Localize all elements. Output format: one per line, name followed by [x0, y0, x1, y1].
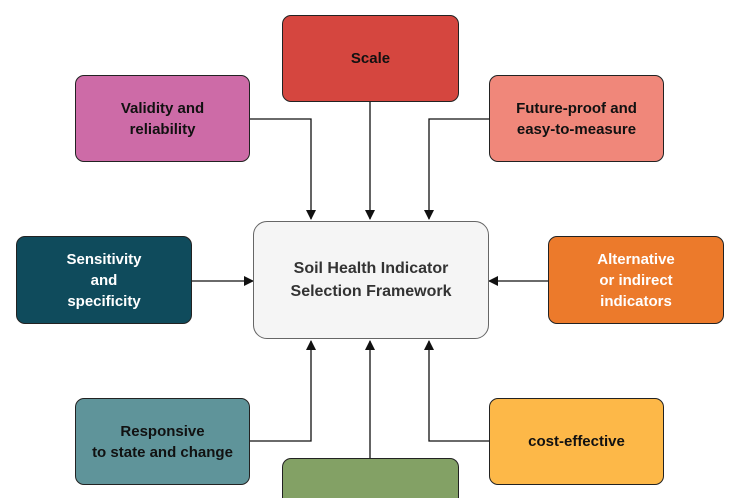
edge-validity: [250, 118, 316, 220]
node-sensitivity-label: Sensitivity and specificity: [66, 250, 142, 310]
connector-layer: [192, 102, 548, 458]
node-validity: Validity and reliability: [75, 75, 250, 162]
node-alternative: Alternative or indirect indicators: [548, 236, 724, 324]
node-cost-effective: cost-effective: [489, 398, 664, 485]
node-cost-effective-label: cost-effective: [528, 433, 625, 450]
node-scale: Scale: [282, 15, 459, 102]
node-scale-label: Scale: [350, 50, 391, 67]
center-framework: Soil Health Indicator Selection Framewor…: [253, 221, 489, 339]
node-validity-label: Validity and reliability: [120, 99, 205, 138]
node-alternative-label: Alternative or indirect indicators: [597, 250, 675, 310]
node-responsive-label: Responsive to state and change: [92, 422, 233, 461]
edge-cost-effective: [424, 340, 489, 442]
edge-responsive: [250, 340, 316, 442]
node-responsive: Responsive to state and change: [75, 398, 250, 485]
center-framework-label: Soil Health Indicator Selection Framewor…: [290, 260, 452, 300]
node-bottom-cut: [282, 458, 459, 498]
node-sensitivity: Sensitivity and specificity: [16, 236, 192, 324]
edge-future-proof: [424, 118, 489, 220]
node-future-proof: Future-proof and easy-to-measure: [489, 75, 664, 162]
node-future-proof-label: Future-proof and easy-to-measure: [516, 99, 637, 138]
